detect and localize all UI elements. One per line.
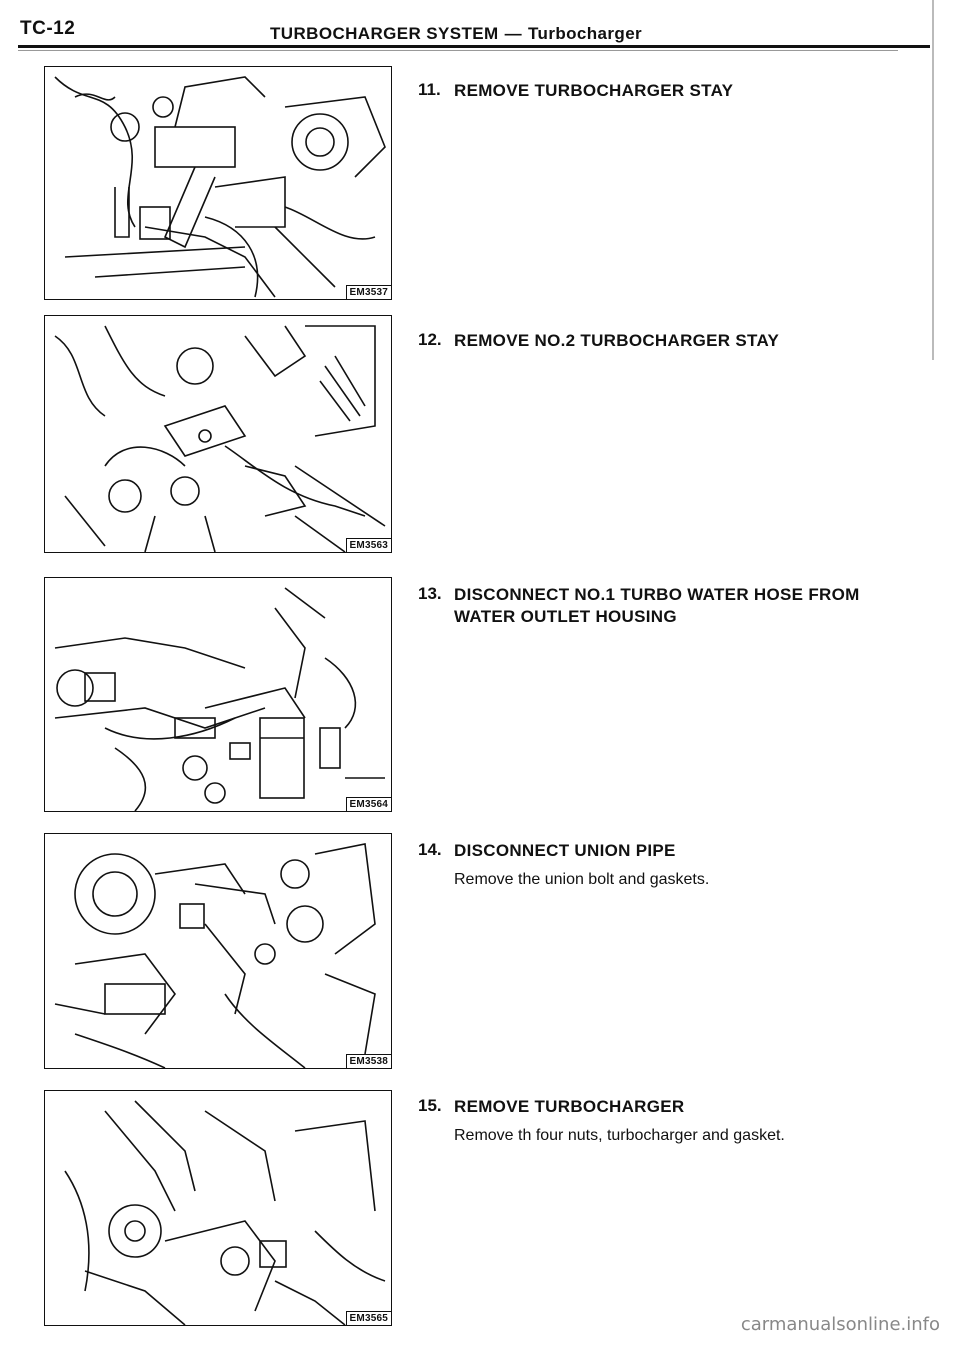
step-15: 15. REMOVE TURBOCHARGER Remove th four n… bbox=[418, 1096, 918, 1146]
figure-code: EM3563 bbox=[345, 538, 391, 552]
page-code: TC-12 bbox=[20, 18, 76, 39]
illustration-no2-turbocharger-stay bbox=[54, 325, 386, 552]
figure-remove-turbocharger: EM3565 bbox=[44, 1090, 392, 1326]
step-12: 12. REMOVE NO.2 TURBOCHARGER STAY bbox=[418, 330, 918, 352]
step-heading: REMOVE NO.2 TURBOCHARGER STAY bbox=[454, 331, 780, 350]
section-title-sub: Turbocharger bbox=[528, 24, 643, 43]
step-13: 13. DISCONNECT NO.1 TURBO WATER HOSE FRO… bbox=[418, 584, 898, 628]
step-number: 13. bbox=[418, 584, 442, 603]
illustration-water-hose bbox=[54, 587, 385, 811]
step-body: Remove the union bolt and gaskets. bbox=[454, 871, 710, 888]
figure-code: EM3565 bbox=[345, 1311, 391, 1325]
figure-code: EM3564 bbox=[345, 797, 391, 811]
step-number: 11. bbox=[418, 80, 441, 99]
step-number: 12. bbox=[418, 330, 442, 349]
step-body: Remove th four nuts, turbocharger and ga… bbox=[454, 1127, 785, 1144]
step-number: 14. bbox=[418, 840, 442, 859]
figure-code: EM3538 bbox=[345, 1054, 391, 1068]
illustration-turbocharger-stay bbox=[54, 76, 386, 298]
figure-no2-turbocharger-stay: EM3563 bbox=[44, 315, 392, 553]
figure-turbocharger-stay: EM3537 bbox=[44, 66, 392, 300]
header-rule bbox=[18, 45, 930, 48]
scan-edge bbox=[932, 0, 934, 360]
section-title-separator: — bbox=[504, 24, 523, 43]
header-rule-thin bbox=[18, 50, 898, 51]
section-title-main: TURBOCHARGER SYSTEM bbox=[270, 24, 499, 43]
step-heading: REMOVE TURBOCHARGER STAY bbox=[454, 81, 734, 100]
step-heading: DISCONNECT NO.1 TURBO WATER HOSE FROM WA… bbox=[454, 585, 860, 626]
step-number: 15. bbox=[418, 1096, 442, 1115]
figure-code: EM3537 bbox=[345, 285, 391, 299]
step-11: 11. REMOVE TURBOCHARGER STAY bbox=[418, 80, 918, 102]
illustration-remove-turbocharger bbox=[64, 1100, 386, 1325]
illustration-union-pipe bbox=[54, 843, 376, 1068]
step-heading: DISCONNECT UNION PIPE bbox=[454, 841, 676, 860]
figure-water-hose: EM3564 bbox=[44, 577, 392, 812]
figure-union-pipe: EM3538 bbox=[44, 833, 392, 1069]
watermark: carmanualsonline.info bbox=[740, 1314, 940, 1335]
step-heading: REMOVE TURBOCHARGER bbox=[454, 1097, 685, 1116]
section-title: TURBOCHARGER SYSTEM — Turbocharger bbox=[270, 24, 642, 44]
step-14: 14. DISCONNECT UNION PIPE Remove the uni… bbox=[418, 840, 918, 890]
